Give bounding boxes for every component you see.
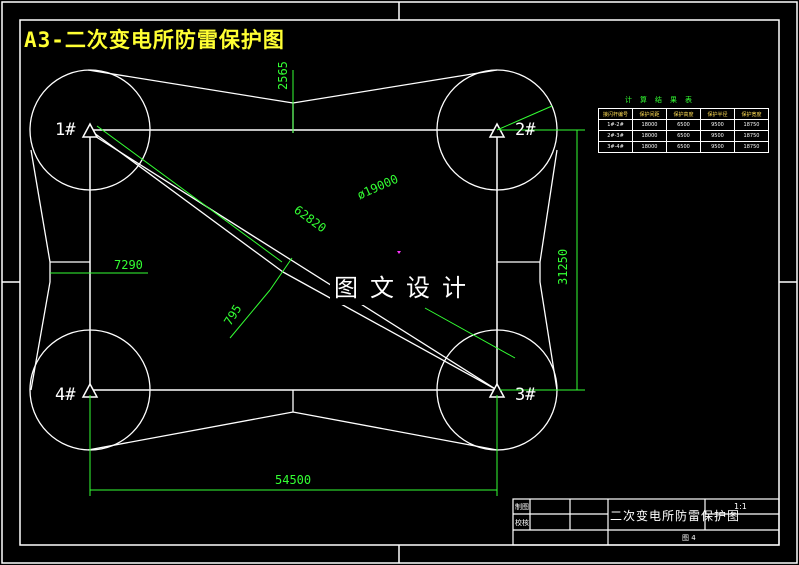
calc-cell: 3#-4# bbox=[598, 141, 633, 153]
calc-header-cell: 保护半径 bbox=[700, 108, 735, 120]
well-label-2: 2# bbox=[515, 120, 536, 140]
calc-header-cell: 保护间距 bbox=[632, 108, 667, 120]
calc-header-cell: 保护宽度 bbox=[734, 108, 769, 120]
calc-cell: 18750 bbox=[734, 130, 769, 142]
watermark-text: 图文设计 bbox=[330, 266, 482, 305]
calc-cell: 9500 bbox=[700, 130, 735, 142]
dim-top-gap: 2565 bbox=[276, 61, 290, 90]
title-block-frame bbox=[512, 498, 780, 546]
calc-cell: 6500 bbox=[666, 141, 701, 153]
well-label-4: 4# bbox=[55, 385, 76, 405]
well-label-1: 1# bbox=[55, 120, 76, 140]
dim-height: 31250 bbox=[556, 248, 570, 285]
calc-cell: 18750 bbox=[734, 141, 769, 153]
protection-envelope bbox=[30, 69, 558, 451]
table-row: 3#-4# 18000 6500 9500 18750 bbox=[598, 141, 769, 153]
title-block-sheet: 图 4 bbox=[682, 534, 696, 542]
dimension-lines bbox=[50, 70, 585, 496]
drawing-title: A3-二次变电所防雷保护图 bbox=[24, 28, 285, 52]
title-block-drawn-label: 制图 bbox=[515, 503, 529, 511]
calc-table-title: 计算结果表 bbox=[625, 96, 700, 104]
calc-cell: 18000 bbox=[632, 130, 667, 142]
table-row: 1#-2# 18000 6500 9500 18750 bbox=[598, 119, 769, 131]
calc-header-cell: 接闪杆编号 bbox=[598, 108, 633, 120]
title-block-drawing-name: 二次变电所防雷保护图 bbox=[610, 509, 741, 523]
table-row: 2#-3# 18000 6500 9500 18750 bbox=[598, 130, 769, 142]
calc-cell: 18000 bbox=[632, 141, 667, 153]
well-label-3: 3# bbox=[515, 385, 536, 405]
calc-table-header: 接闪杆编号 保护间距 保护高度 保护半径 保护宽度 bbox=[598, 108, 769, 120]
calc-header-cell: 保护高度 bbox=[666, 108, 701, 120]
calc-cell: 18000 bbox=[632, 119, 667, 131]
title-block-scale: 1:1 bbox=[734, 502, 747, 511]
calc-cell: 1#-2# bbox=[598, 119, 633, 131]
calc-cell: 6500 bbox=[666, 130, 701, 142]
diagonal-band bbox=[89, 129, 498, 391]
cursor-marker bbox=[397, 251, 401, 254]
calc-cell: 9500 bbox=[700, 141, 735, 153]
calc-table: 接闪杆编号 保护间距 保护高度 保护半径 保护宽度 1#-2# 18000 65… bbox=[598, 108, 769, 153]
dim-width: 54500 bbox=[275, 473, 312, 487]
calc-cell: 18750 bbox=[734, 119, 769, 131]
lightning-rod-1 bbox=[81, 122, 99, 138]
dim-side-gap: 7290 bbox=[114, 258, 143, 272]
title-block-check-label: 校核 bbox=[515, 519, 529, 527]
calc-cell: 9500 bbox=[700, 119, 735, 131]
calc-cell: 2#-3# bbox=[598, 130, 633, 142]
calc-cell: 6500 bbox=[666, 119, 701, 131]
